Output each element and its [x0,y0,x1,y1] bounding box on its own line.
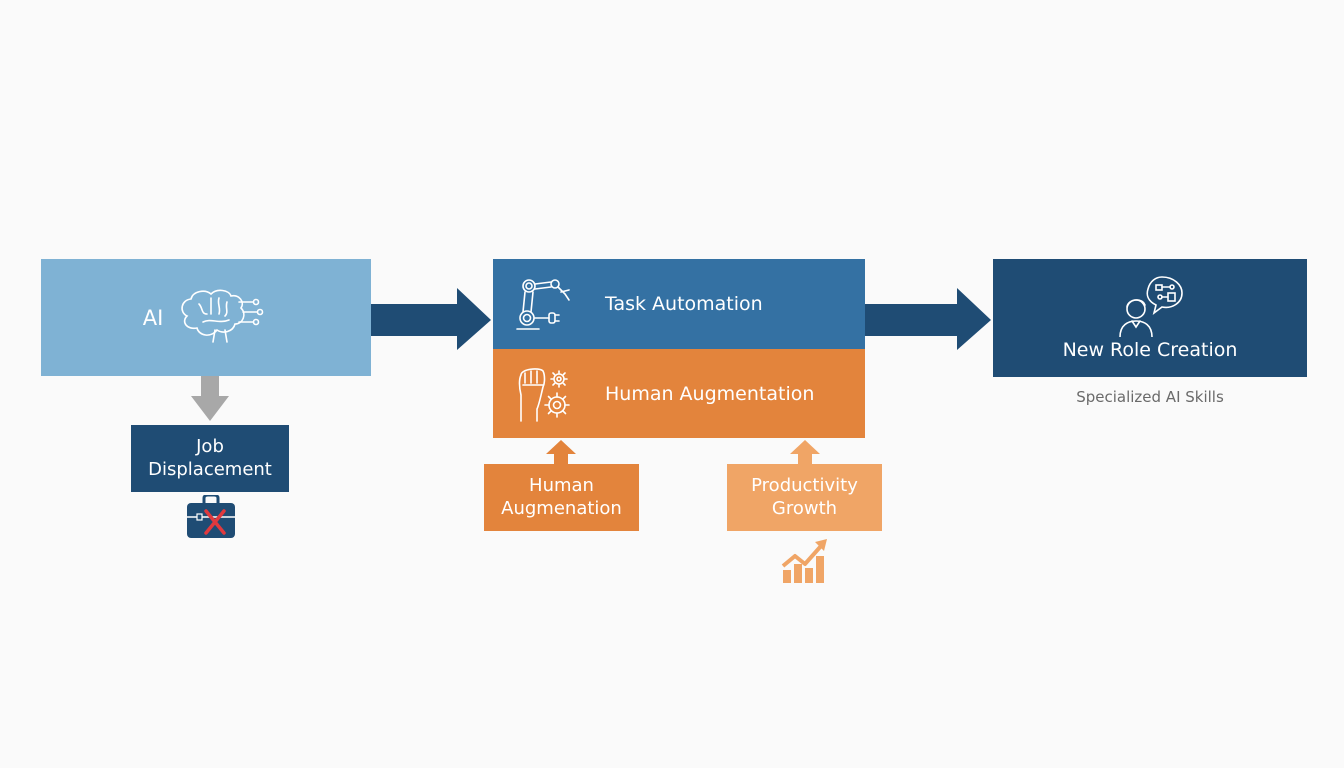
human-augmentation-sub-node: Human Augmenation [484,464,639,531]
job-displacement-node: Job Displacement [131,425,289,492]
job-displacement-line1: Job [196,436,224,457]
arrow-prod-to-main [790,440,820,465]
specialized-ai-skills-caption: Specialized AI Skills [1076,388,1224,406]
productivity-growth-node: Productivity Growth [727,464,882,531]
arrow-ai-to-job [191,376,229,421]
human-augmentation-label: Human Augmentation [605,382,815,405]
human-augmentation-sub-line1: Human [529,475,594,496]
robot-arm-icon [516,279,570,330]
job-displacement-line2: Displacement [148,458,272,480]
arrow-ai-to-task [371,288,491,350]
ai-node: AI [41,259,371,376]
arrow-aug-sub-to-main [546,440,576,465]
task-automation-label: Task Automation [605,293,763,315]
new-role-creation-node: New Role Creation [993,259,1307,377]
new-role-creation-label: New Role Creation [1062,339,1238,361]
productivity-growth-line1: Productivity [751,475,858,496]
person-speech-icon [1119,276,1183,337]
fist-gears-icon [518,367,570,422]
human-augmentation-node: Human Augmentation [493,349,865,438]
brain-circuit-icon [181,289,264,343]
briefcase-x-icon [187,495,235,538]
growth-chart-icon [781,539,827,583]
productivity-growth-line2: Growth [771,497,838,519]
task-automation-node: Task Automation [493,259,865,349]
human-augmentation-sub-line2: Augmenation [501,497,622,519]
ai-label: AI [142,305,164,330]
arrow-task-to-role [865,288,991,350]
